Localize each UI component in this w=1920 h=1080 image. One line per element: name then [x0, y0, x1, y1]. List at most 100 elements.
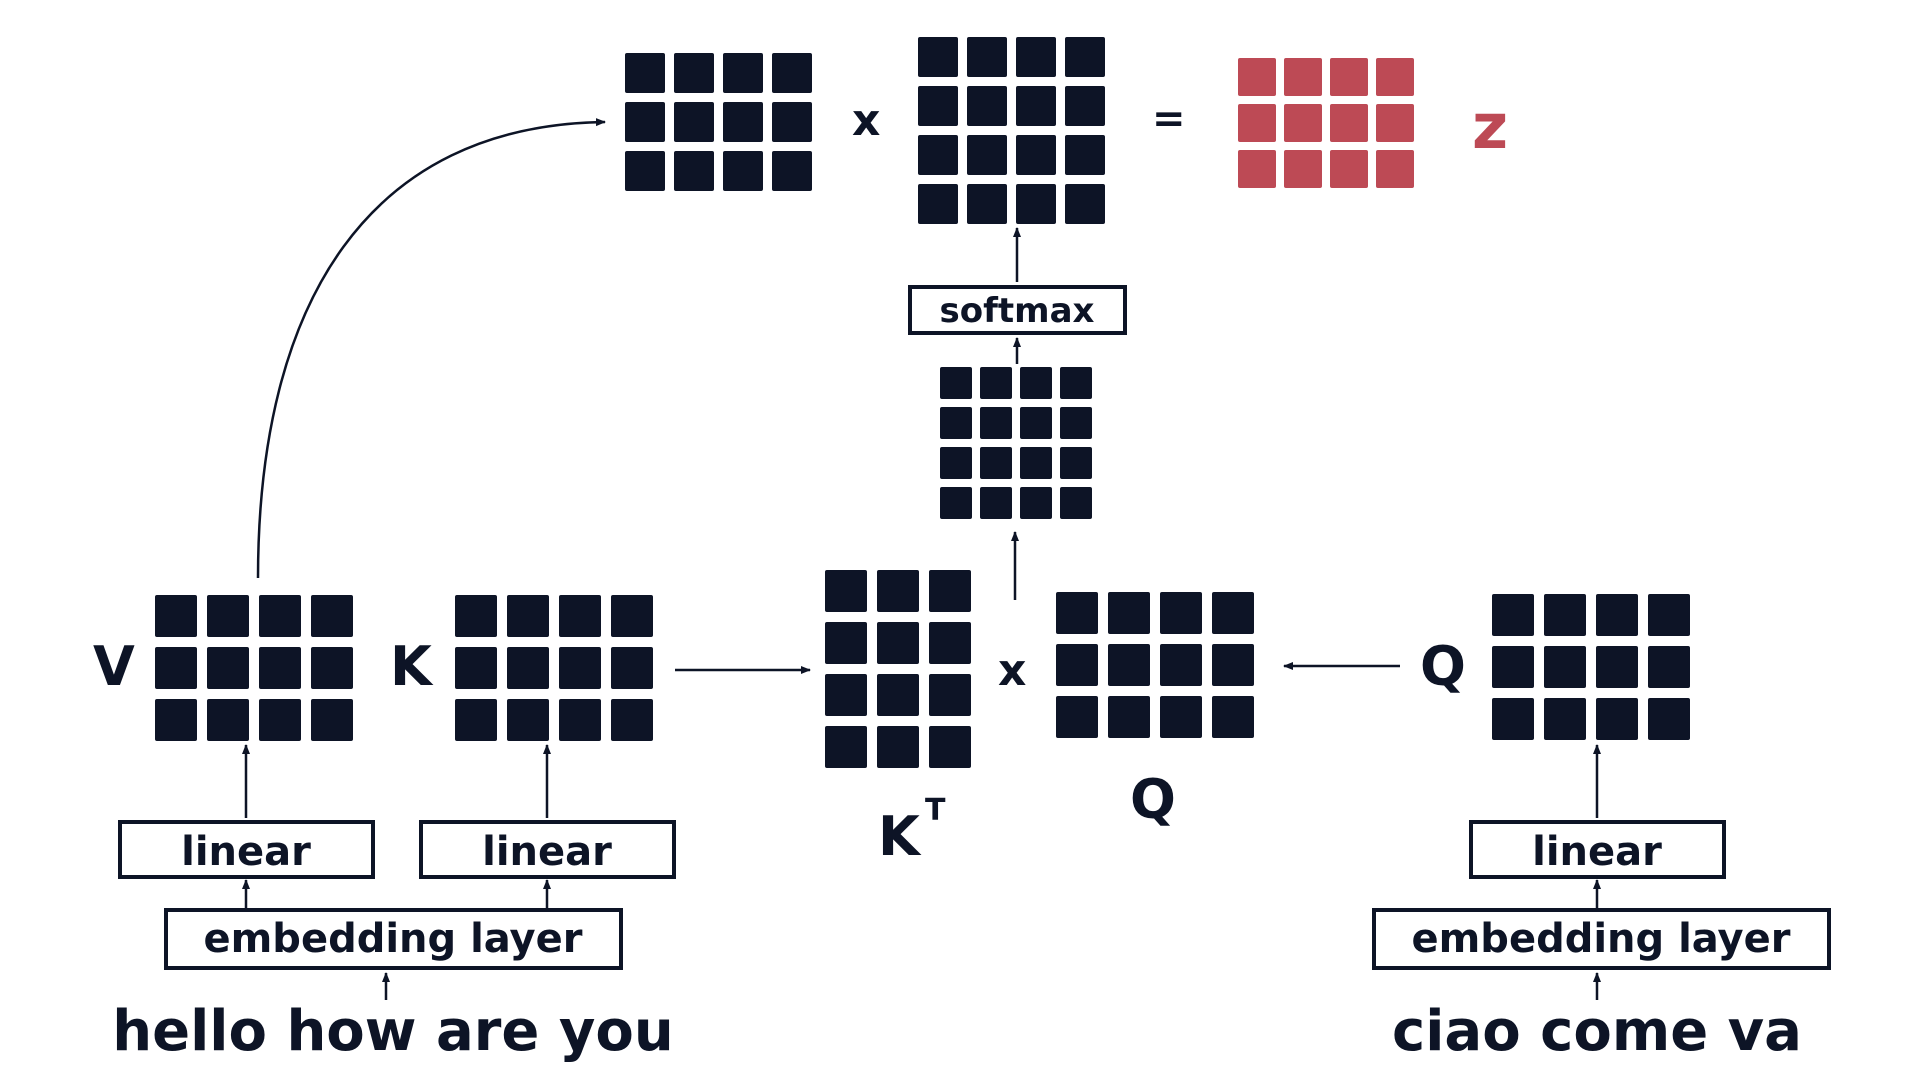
- matrix-cell: [1648, 646, 1690, 688]
- matrix-cell: [1016, 184, 1056, 224]
- matrix-cell: [625, 53, 665, 93]
- matrix-cell: [1330, 150, 1368, 188]
- matrix-cell: [1492, 594, 1534, 636]
- matrix-cell: [1016, 135, 1056, 175]
- matrix-cell: [1212, 644, 1254, 686]
- matrix-cell: [929, 726, 971, 768]
- matrix-scores: [940, 367, 1092, 519]
- matrix-cell: [1060, 367, 1092, 399]
- input-sentence-left: hello how are you: [112, 999, 674, 1064]
- linear-k-label: linear: [482, 829, 612, 875]
- matrix-cell: [1160, 592, 1202, 634]
- matrix-k-transpose: [825, 570, 971, 768]
- matrix-cell: [825, 622, 867, 664]
- matrix-cell: [155, 699, 197, 741]
- embedding-right-box: [1372, 908, 1831, 970]
- embedding-left-label: embedding layer: [204, 916, 583, 962]
- softmax-label: softmax: [940, 291, 1095, 331]
- matrix-cell: [1596, 594, 1638, 636]
- matrix-cell: [772, 151, 812, 191]
- matrix-cell: [1492, 698, 1534, 740]
- matrix-cell: [611, 595, 653, 637]
- matrix-cell: [1160, 644, 1202, 686]
- matrix-cell: [940, 407, 972, 439]
- matrix-cell: [207, 595, 249, 637]
- matrix-cell: [559, 595, 601, 637]
- matrix-cell: [967, 184, 1007, 224]
- matrix-cell: [455, 595, 497, 637]
- matrix-cell: [455, 699, 497, 741]
- label-q-bottom: Q: [1130, 768, 1176, 831]
- matrix-cell: [311, 699, 353, 741]
- matrix-cell: [940, 447, 972, 479]
- matrix-cell: [259, 699, 301, 741]
- matrix-cell: [259, 595, 301, 637]
- matrix-cell: [980, 367, 1012, 399]
- matrix-cell: [1492, 646, 1534, 688]
- matrix-cell: [918, 184, 958, 224]
- matrix-cell: [723, 102, 763, 142]
- matrix-cell: [1065, 37, 1105, 77]
- matrix-q-mid: [1056, 592, 1254, 738]
- matrix-cell: [507, 699, 549, 741]
- matrix-cell: [1648, 594, 1690, 636]
- matrix-z: [1238, 58, 1414, 188]
- matrix-cell: [1212, 592, 1254, 634]
- embedding-right-label: embedding layer: [1412, 916, 1791, 962]
- matrix-cell: [825, 674, 867, 716]
- matrix-cell: [1060, 487, 1092, 519]
- matrix-cell: [929, 622, 971, 664]
- matrix-cell: [1020, 447, 1052, 479]
- matrix-cell: [877, 726, 919, 768]
- matrix-cell: [772, 53, 812, 93]
- matrix-cell: [918, 86, 958, 126]
- matrix-cell: [207, 699, 249, 741]
- matrix-cell: [967, 37, 1007, 77]
- matrix-cell: [155, 595, 197, 637]
- matrix-cell: [155, 647, 197, 689]
- matrix-cell: [559, 699, 601, 741]
- matrix-cell: [877, 570, 919, 612]
- matrix-cell: [1648, 698, 1690, 740]
- matrix-cell: [1020, 487, 1052, 519]
- matrix-cell: [980, 447, 1012, 479]
- matrix-cell: [940, 367, 972, 399]
- matrix-cell: [259, 647, 301, 689]
- matrix-cell: [1020, 367, 1052, 399]
- matrix-cell: [1596, 646, 1638, 688]
- matrix-cell: [1160, 696, 1202, 738]
- matrix-cell: [1284, 58, 1322, 96]
- matrix-cell: [825, 570, 867, 612]
- matrix-cell: [625, 102, 665, 142]
- matrix-cell: [1056, 696, 1098, 738]
- matrix-cell: [980, 407, 1012, 439]
- matrix-cell: [611, 647, 653, 689]
- softmax-box: [908, 285, 1127, 335]
- matrix-cell: [877, 622, 919, 664]
- matrix-cell: [674, 53, 714, 93]
- matrix-v: [155, 595, 353, 741]
- linear-v-box: [118, 820, 375, 879]
- matrix-cell: [1376, 150, 1414, 188]
- matrix-cell: [559, 647, 601, 689]
- matrix-cell: [1238, 104, 1276, 142]
- matrix-cell: [772, 102, 812, 142]
- matrix-cell: [674, 102, 714, 142]
- linear-q-label: linear: [1532, 829, 1662, 875]
- matrix-cell: [940, 487, 972, 519]
- matrix-cell: [825, 726, 867, 768]
- matrix-v-top: [625, 53, 812, 191]
- label-z: z: [1472, 90, 1508, 163]
- matrix-k: [455, 595, 653, 741]
- embedding-left-box: [164, 908, 623, 970]
- matrix-cell: [1330, 58, 1368, 96]
- matrix-cell: [1060, 447, 1092, 479]
- matrix-cell: [1056, 644, 1098, 686]
- matrix-cell: [877, 674, 919, 716]
- label-q-right: Q: [1420, 635, 1466, 698]
- matrix-cell: [1060, 407, 1092, 439]
- equals-symbol: =: [1152, 96, 1186, 142]
- matrix-cell: [1238, 58, 1276, 96]
- matrix-cell: [1376, 104, 1414, 142]
- matrix-cell: [507, 647, 549, 689]
